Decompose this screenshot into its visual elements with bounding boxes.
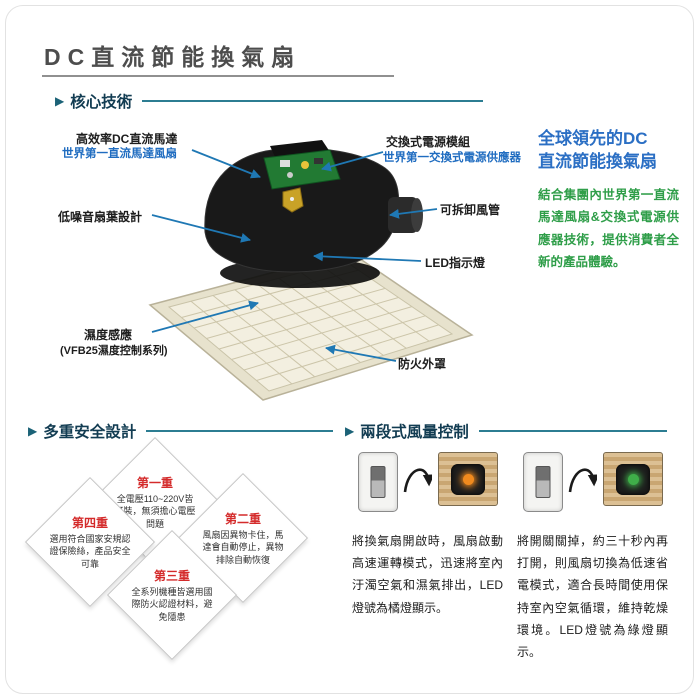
callout-power-sub: 世界第一交換式電源供應器 [383, 152, 521, 164]
switch-rocker [535, 466, 551, 498]
section-arrow-icon: ▶ [345, 424, 355, 438]
callout-power: 交換式電源模組 [386, 135, 471, 149]
safety-label-1: 第一重 [136, 475, 173, 490]
callout-motor-sub: 世界第一直流馬達風扇 [62, 148, 177, 160]
title-underline [42, 75, 394, 77]
safety-label-3: 第三重 [153, 568, 190, 583]
indicator-core [451, 463, 485, 495]
orange-led-icon [462, 473, 474, 485]
callout-blade: 低噪音扇葉設計 [58, 210, 143, 224]
intro-column: 全球領先的DC 直流節能換氣扇 結合集團內世界第一直流馬達風扇&交換式電源供應器… [538, 128, 679, 274]
safety-diamond-4: 第四重 選用符合國家安規認證保險絲，產品安全可靠 [24, 476, 156, 608]
section-title-core: 核心技術 [70, 94, 133, 111]
section-header-core: ▶ 核心技術 [55, 90, 483, 112]
section-rule [478, 430, 667, 432]
section-header-safety: ▶ 多重安全設計 [28, 420, 333, 442]
section-header-airflow: ▶ 兩段式風量控制 [345, 420, 667, 442]
safety-text-3: 全系列機種皆選用國際防火認證材料，避免隱患 [131, 586, 213, 622]
intro-body: 結合集團內世界第一直流馬達風扇&交換式電源供應器技術，提供消費者全新的產品體驗。 [538, 187, 679, 270]
page-title: DC直流節能換氣扇 [44, 44, 302, 70]
safety-label-2: 第二重 [224, 511, 261, 526]
safety-diamond-2: 第二重 風扇因異物卡住，馬達會自動停止，異物排除自動恢復 [177, 472, 309, 604]
wall-switch-on-illustration [358, 452, 398, 512]
intro-title-line1: 全球領先的DC [538, 129, 648, 148]
indicator-core [616, 463, 650, 495]
green-led-icon [627, 473, 639, 485]
section-title-safety: 多重安全設計 [43, 424, 137, 441]
section-rule [142, 100, 483, 102]
fan-illustration [148, 140, 474, 401]
safety-text-2: 風扇因異物卡住，馬達會自動停止，異物排除自動恢復 [202, 529, 284, 565]
intro-title: 全球領先的DC 直流節能換氣扇 [538, 128, 679, 174]
section-arrow-icon: ▶ [28, 424, 38, 438]
callout-humidity-sub: (VFB25濕度控制系列) [60, 345, 168, 357]
safety-label-4: 第四重 [71, 515, 108, 530]
callout-leader-lines [151, 149, 438, 362]
section-rule [146, 430, 333, 432]
led-indicator-orange [438, 452, 498, 506]
safety-text-4: 選用符合國家安規認證保險絲，產品安全可靠 [49, 533, 131, 569]
airflow-high-speed-text: 將換氣扇開啟時，風扇啟動高速運轉模式，迅速將室內汙濁空氣和濕氣排出，LED燈號為… [352, 534, 503, 615]
section-title-airflow: 兩段式風量控制 [360, 424, 469, 441]
callout-humidity: 濕度感應 [84, 328, 133, 342]
callout-duct: 可拆卸風管 [440, 203, 501, 217]
intro-title-line2: 直流節能換氣扇 [538, 151, 657, 171]
led-indicator-green [603, 452, 663, 506]
switch-rocker [370, 466, 386, 498]
safety-text-1: 全電壓110~220V皆可裝，無須擔心電壓問題 [114, 493, 196, 529]
wall-switch-toggle-illustration [523, 452, 563, 512]
callout-cover: 防火外罩 [398, 357, 447, 371]
curved-arrow-icon [403, 468, 432, 493]
callout-led: LED指示燈 [425, 256, 486, 270]
section-arrow-icon: ▶ [55, 94, 65, 108]
callout-motor: 高效率DC直流馬達 [76, 132, 178, 146]
safety-diamond-3: 第三重 全系列機種皆選用國際防火認證材料，避免隱患 [106, 529, 238, 661]
curved-arrow-icon [568, 468, 597, 493]
safety-diamond-1: 第一重 全電壓110~220V皆可裝，無須擔心電壓問題 [89, 436, 221, 568]
airflow-low-speed-text: 將開關關掉，約三十秒內再打開，則風扇切換為低速省電模式，適合長時間使用保持室內空… [517, 534, 668, 659]
